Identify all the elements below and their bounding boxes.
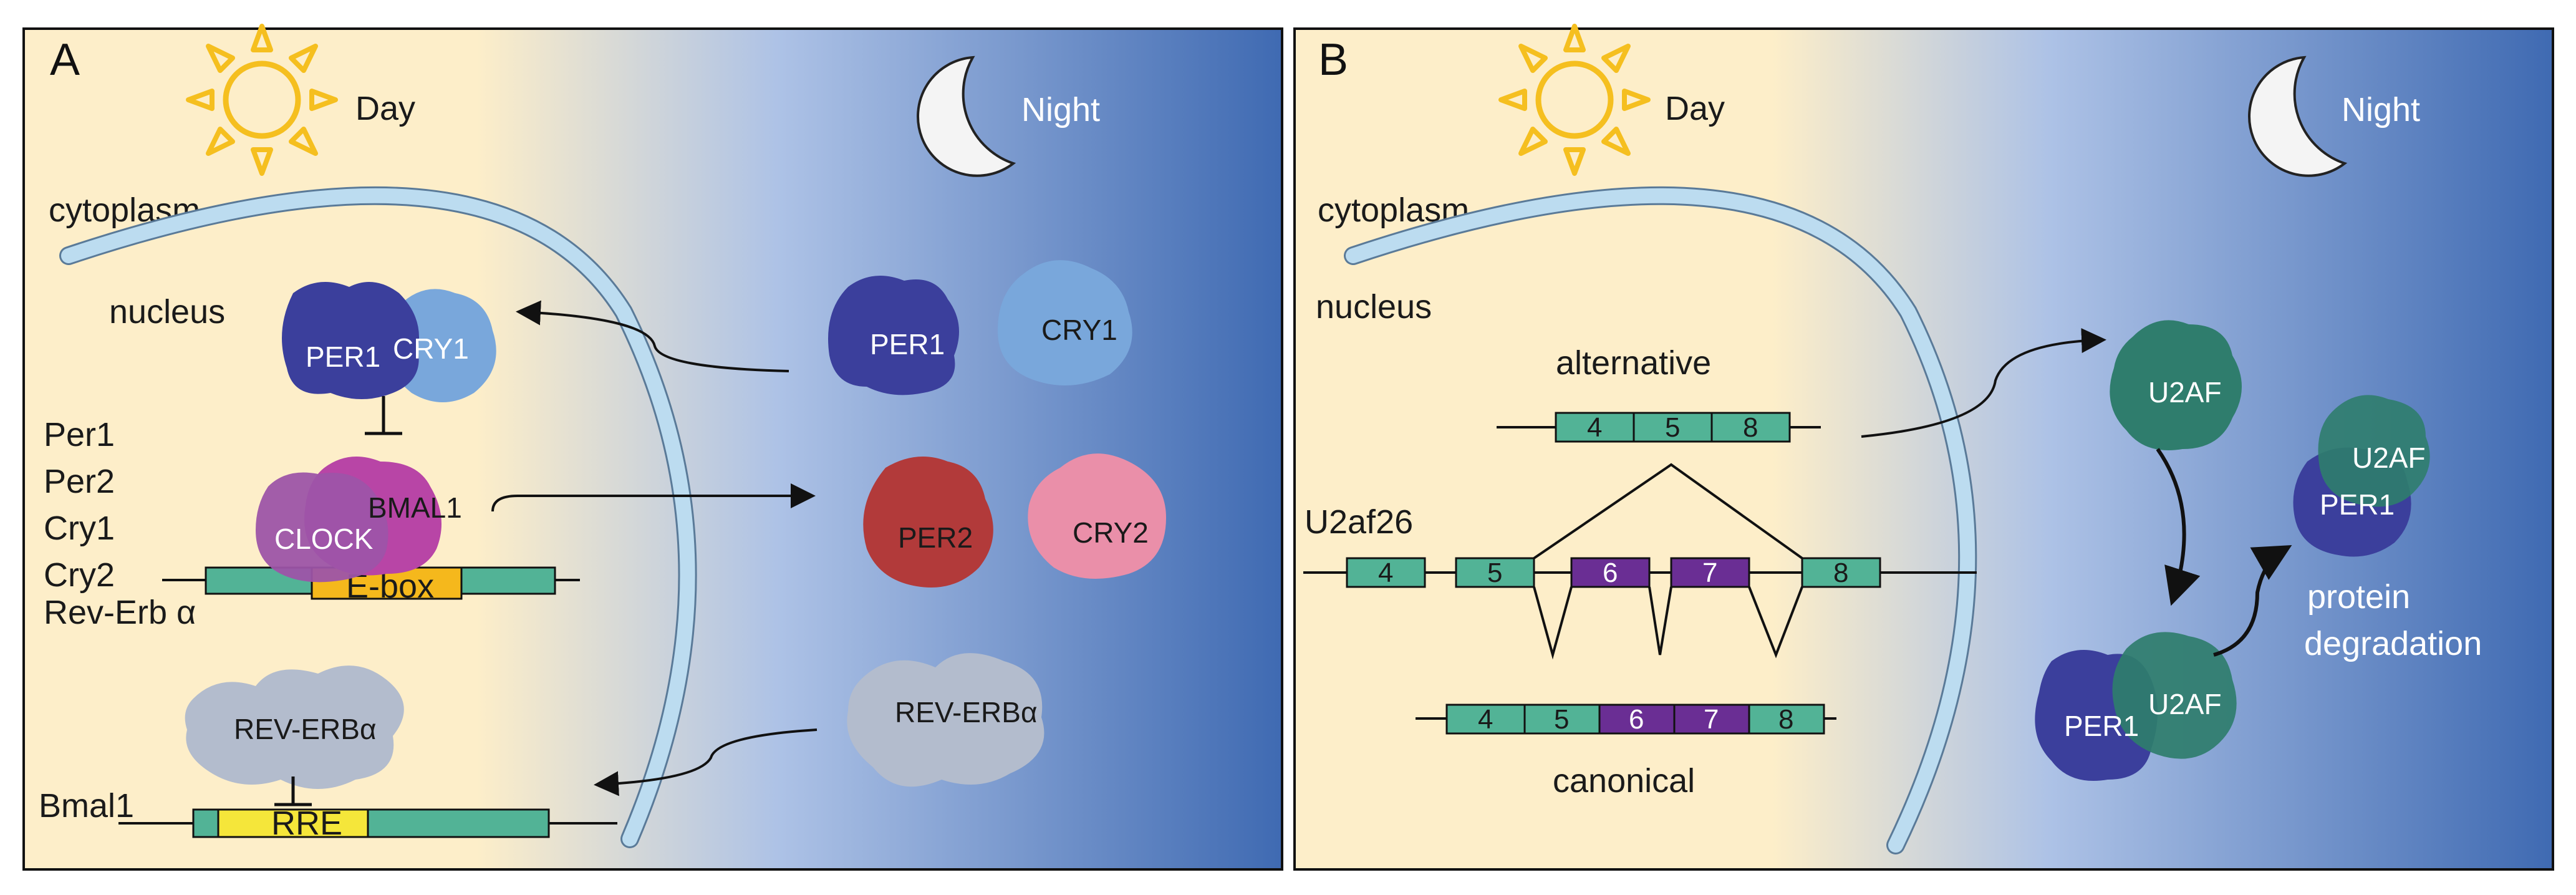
canon-splice-line — [1748, 586, 1803, 659]
per2-cytoplasmic: PER2 — [863, 457, 993, 588]
gene-list-item: Per1 — [44, 416, 115, 453]
degradation-label-line1: protein — [2307, 578, 2410, 616]
per1-label-nuclear: PER1 — [306, 341, 380, 373]
per1-label-complex: PER1 — [2320, 488, 2395, 521]
nucleus-label: nucleus — [1316, 288, 1432, 326]
cry2-label-cyto: CRY2 — [1073, 516, 1149, 549]
alt-export-arrow — [1861, 328, 2106, 438]
gene-list-item: Rev-Erb α — [44, 594, 196, 631]
u2af-per1-complex: U2AF PER1 — [2293, 395, 2430, 557]
canon-exon-label: 4 — [1478, 704, 1493, 735]
u2af-label-complex: U2AF — [2352, 442, 2426, 474]
moon-icon — [917, 56, 1016, 177]
u2af-binding-arrow — [2156, 448, 2201, 606]
gene-exon — [1570, 557, 1651, 588]
gene-list-item: Cry2 — [44, 556, 115, 594]
canon-exon — [1748, 704, 1825, 735]
gene-list: Per1 Per2 Cry1 Cry2 Rev-Erb α — [44, 416, 196, 631]
clock-bmal1-complex: CLOCK BMAL1 — [256, 457, 462, 583]
canonical-label: canonical — [1553, 762, 1695, 800]
degradation-label-line2: degradation — [2304, 625, 2482, 662]
per1-label-bottom: PER1 — [2064, 710, 2139, 742]
alternative-label: alternative — [1556, 344, 1711, 382]
per2-label-cyto: PER2 — [898, 521, 973, 554]
exon-box-rre-left — [192, 808, 219, 838]
panel-a-letter: A — [50, 35, 80, 85]
sun-icon — [1498, 24, 1651, 176]
per1-protein-nuclear — [282, 282, 419, 399]
clock-label: CLOCK — [274, 523, 374, 555]
panel-b-letter: B — [1318, 35, 1348, 85]
nucleus-label: nucleus — [109, 293, 225, 331]
reverb-label-cyto: REV-ERBα — [895, 696, 1038, 728]
day-label: Day — [355, 90, 415, 127]
cry1-label-cyto: CRY1 — [1041, 314, 1117, 346]
gene-exon-label: 6 — [1603, 558, 1618, 588]
alt-exon-label: 8 — [1743, 412, 1758, 443]
exon-box-left — [205, 566, 313, 595]
panel-a: A Day Night cytoplasm nucleus — [22, 24, 1283, 871]
per1-cytoplasmic: PER1 — [828, 276, 959, 395]
u2af-protein-top: U2AF — [2110, 320, 2242, 450]
rre-element — [217, 808, 369, 838]
alt-splice-line — [1533, 463, 1803, 559]
canon-splice-line — [1533, 586, 1573, 660]
gene-exon — [1801, 557, 1881, 588]
canon-exon-label: 7 — [1704, 704, 1719, 735]
canon-exon-label: 6 — [1629, 704, 1644, 735]
canon-exon — [1523, 704, 1601, 735]
reverb-cytoplasmic: REV-ERBα — [847, 653, 1044, 787]
gene-list-item: Per2 — [44, 463, 115, 500]
nuclear-import-arrow-reverb — [594, 728, 818, 796]
u2af-label-top: U2AF — [2148, 376, 2222, 409]
alt-exon — [1710, 412, 1791, 443]
bmal1-label: BMAL1 — [368, 491, 462, 524]
u2af-protein-complex — [2318, 395, 2430, 507]
nuclear-import-arrow-per-cry — [516, 300, 789, 372]
gene-exon — [1455, 557, 1535, 588]
reverb-label-nuclear: REV-ERBα — [234, 713, 377, 745]
per1-cry1-nuclear-complex: PER1 CRY1 — [282, 282, 496, 402]
cry1-label-nuclear: CRY1 — [393, 332, 469, 365]
exon-box-right — [460, 566, 556, 595]
per1-u2af-bottom: PER1 U2AF — [2035, 632, 2237, 781]
nuclear-membrane-inner — [1346, 188, 1975, 853]
exon-box-rre-right — [367, 808, 550, 838]
nuclear-export-arrow-bmal1 — [491, 483, 816, 512]
canon-splice-line — [1648, 586, 1672, 656]
canon-exon-label: 8 — [1778, 704, 1793, 735]
sun-icon — [186, 24, 338, 176]
gene-exon-label: 4 — [1378, 558, 1393, 588]
day-label: Day — [1665, 90, 1725, 127]
bmal1-gene-label: Bmal1 — [39, 787, 134, 825]
night-label: Night — [2342, 91, 2420, 128]
rre-label: RRE — [271, 805, 342, 842]
degradation-arrow — [2213, 545, 2292, 657]
gene-exon — [1346, 557, 1426, 588]
per1-label-cyto: PER1 — [870, 328, 945, 360]
nuclear-membrane-inner — [61, 188, 695, 846]
gene-label: U2af26 — [1305, 503, 1413, 541]
gene-exon — [1670, 557, 1750, 588]
alt-exon — [1555, 412, 1635, 443]
u2af-label-bottom: U2AF — [2148, 688, 2222, 720]
clock-protein — [256, 472, 388, 583]
cry1-cytoplasmic: CRY1 — [998, 260, 1132, 385]
cry2-cytoplasmic: CRY2 — [1028, 453, 1166, 579]
alt-exon-label: 4 — [1587, 412, 1602, 443]
canon-exon — [1598, 704, 1676, 735]
reverb-nuclear-protein: REV-ERBα — [185, 665, 404, 789]
gene-exon-label: 5 — [1487, 558, 1502, 588]
gene-list-item: Cry1 — [44, 510, 115, 547]
u2af-protein-bottom — [2112, 632, 2237, 759]
gene-exon-label: 7 — [1702, 558, 1717, 588]
panel-b: B Day Night cytoplasm nucleus alternativ… — [1293, 24, 2554, 871]
moon-icon — [2248, 56, 2348, 177]
night-label: Night — [1021, 91, 1100, 128]
alt-exon-label: 5 — [1665, 412, 1680, 443]
gene-exon-label: 8 — [1833, 558, 1848, 588]
canon-exon-label: 5 — [1554, 704, 1569, 735]
